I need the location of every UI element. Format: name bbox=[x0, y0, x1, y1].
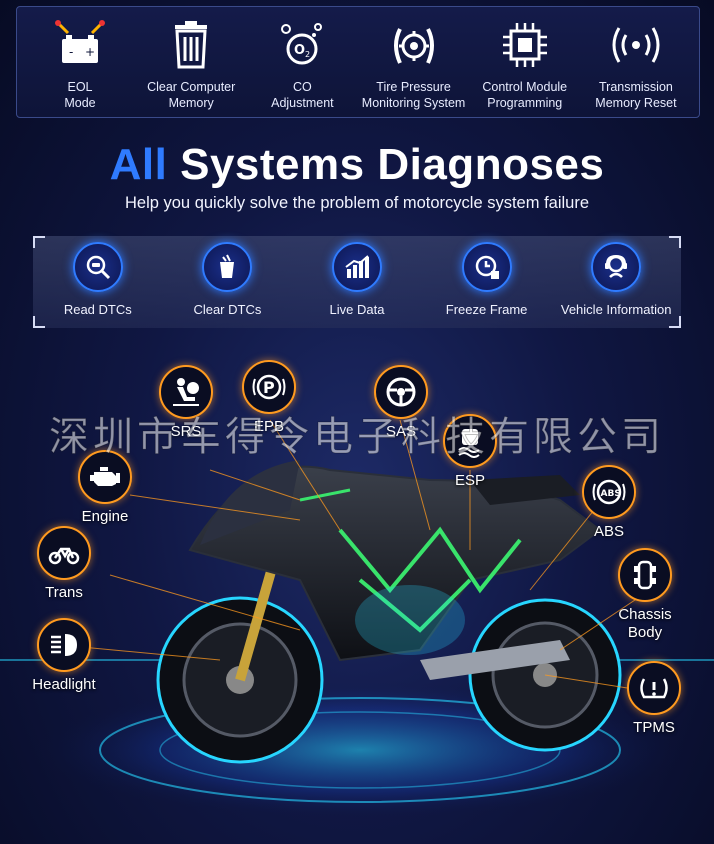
tpms-icon bbox=[627, 661, 681, 715]
motorcycle-illustration bbox=[0, 419, 714, 820]
magnifier-icon bbox=[72, 242, 123, 292]
motorcycle-scene: SRS P EPB SAS ESP Engine bbox=[0, 330, 714, 844]
function-label: Clear DTCs bbox=[193, 302, 262, 317]
function-label: Read DTCs bbox=[63, 302, 132, 317]
function-live-data: Live Data bbox=[294, 242, 420, 317]
stability-icon bbox=[443, 414, 497, 468]
svg-text:+: + bbox=[85, 45, 95, 59]
function-panel: Read DTCs Clear DTCs Live Data Freeze Fr… bbox=[33, 236, 681, 328]
title-accent: All bbox=[109, 140, 168, 189]
system-label: ESP bbox=[454, 472, 485, 489]
feature-label-line: Memory Reset bbox=[595, 96, 677, 110]
chart-icon bbox=[331, 242, 382, 292]
svg-text:O: O bbox=[294, 43, 305, 58]
trash-icon bbox=[163, 17, 219, 73]
svg-text:2: 2 bbox=[305, 50, 310, 59]
svg-text:-: - bbox=[69, 45, 73, 59]
function-read-dtcs: Read DTCs bbox=[35, 242, 161, 317]
system-label-line: Body bbox=[627, 624, 663, 641]
clear-icon bbox=[202, 242, 253, 292]
signal-icon bbox=[608, 17, 664, 73]
feature-label-line: Monitoring System bbox=[361, 96, 466, 110]
function-freeze-frame: Freeze Frame bbox=[424, 242, 550, 317]
tire-pressure-icon bbox=[386, 17, 442, 73]
panel-corner bbox=[669, 316, 681, 328]
system-engine: Engine bbox=[57, 450, 153, 526]
system-srs: SRS bbox=[138, 365, 234, 441]
steering-wheel-icon bbox=[374, 365, 428, 419]
system-abs: ABS ABS bbox=[561, 465, 657, 541]
feature-label-line: Memory bbox=[168, 96, 214, 110]
chassis-icon bbox=[618, 548, 672, 602]
feature-label-line: Mode bbox=[64, 96, 96, 110]
function-vehicle-info: Vehicle Information bbox=[553, 242, 679, 317]
system-label-line: Chassis bbox=[618, 606, 672, 623]
page-subtitle: Help you quickly solve the problem of mo… bbox=[124, 194, 590, 212]
system-label: TPMS bbox=[633, 719, 675, 736]
system-label: Engine bbox=[81, 508, 129, 525]
system-label: SAS bbox=[385, 423, 416, 440]
system-esp: ESP bbox=[422, 414, 518, 490]
panel-corner bbox=[669, 236, 681, 248]
system-label: Trans bbox=[45, 584, 83, 601]
feature-label-line: Adjustment bbox=[271, 96, 334, 110]
system-tpms: TPMS bbox=[606, 661, 702, 737]
feature-label-line: Tire Pressure bbox=[376, 80, 451, 94]
panel-corner bbox=[33, 316, 45, 328]
panel-corner bbox=[33, 236, 45, 248]
vehicle-info-icon bbox=[591, 242, 642, 292]
feature-label-line: Clear Computer bbox=[147, 80, 236, 94]
function-clear-dtcs: Clear DTCs bbox=[164, 242, 290, 317]
system-epb: P EPB bbox=[221, 360, 317, 436]
motorcycle-icon bbox=[37, 526, 91, 580]
engine-icon bbox=[78, 450, 132, 504]
svg-text:P: P bbox=[263, 378, 275, 397]
page-title: All Systems Diagnoses bbox=[0, 140, 714, 190]
headlight-icon bbox=[37, 618, 91, 672]
abs-icon: ABS bbox=[582, 465, 636, 519]
system-label: Headlight bbox=[32, 676, 96, 693]
feature-label-line: Control Module bbox=[482, 80, 568, 94]
system-label: SRS bbox=[170, 423, 202, 440]
feature-eol-mode: -+ EOL Mode bbox=[25, 13, 135, 111]
function-label: Vehicle Information bbox=[560, 302, 672, 317]
chip-icon bbox=[497, 17, 553, 73]
title-rest: Systems Diagnoses bbox=[180, 140, 605, 189]
system-sas: SAS bbox=[353, 365, 449, 441]
function-label: Freeze Frame bbox=[445, 302, 528, 317]
function-label: Live Data bbox=[329, 302, 385, 317]
airbag-icon bbox=[159, 365, 213, 419]
system-headlight: Headlight bbox=[16, 618, 112, 694]
system-label: ABS bbox=[593, 523, 624, 540]
feature-label-line: Transmission bbox=[599, 80, 673, 94]
feature-label-line: EOL bbox=[67, 80, 93, 94]
clock-icon bbox=[461, 242, 512, 292]
feature-label-line: Programming bbox=[487, 96, 563, 110]
parking-brake-icon: P bbox=[242, 360, 296, 414]
feature-label-line: CO bbox=[293, 80, 312, 94]
system-label: EPB bbox=[253, 418, 284, 435]
battery-icon: -+ bbox=[52, 17, 108, 73]
svg-text:ABS: ABS bbox=[601, 489, 621, 499]
system-trans: Trans bbox=[16, 526, 112, 602]
